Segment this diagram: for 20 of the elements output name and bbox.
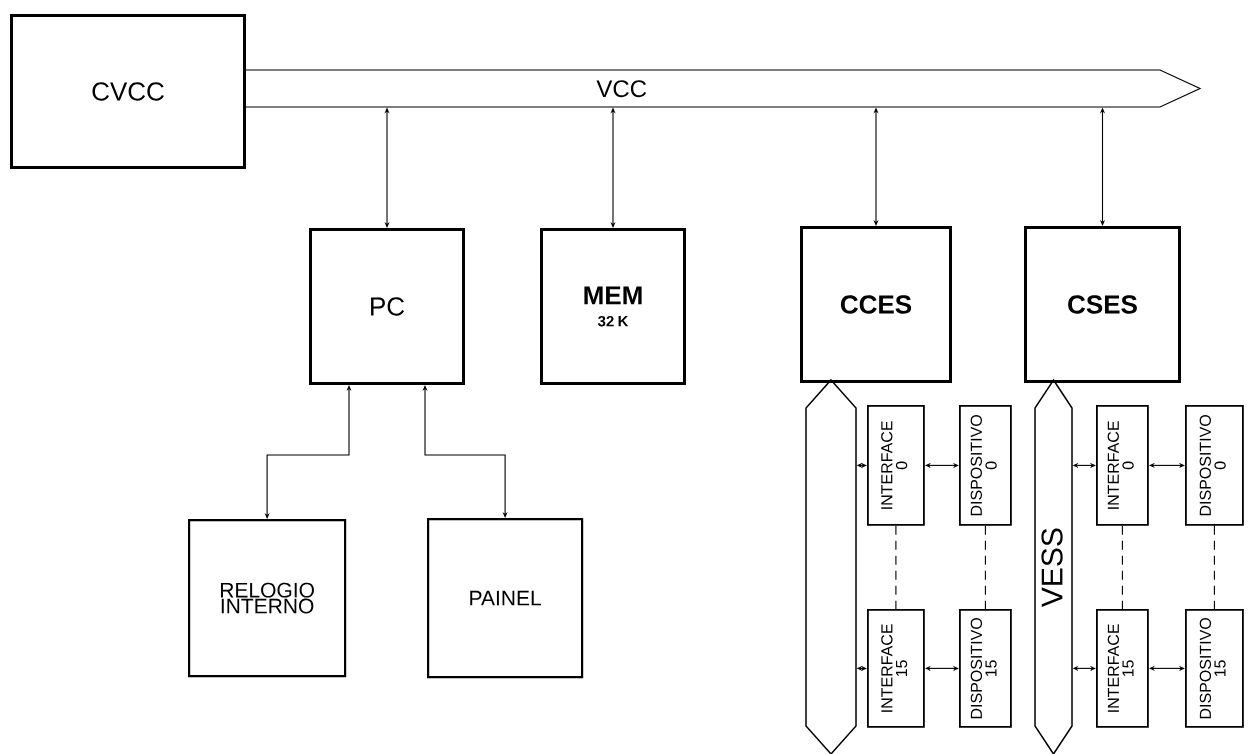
arrow bbox=[422, 385, 508, 518]
connector-line bbox=[1121, 525, 1123, 610]
interface-box: INTERFACE 15 bbox=[867, 609, 925, 728]
device-box: DISPOSITIVO 0 bbox=[959, 405, 1012, 526]
interface-box: INTERFACE 0 bbox=[867, 405, 925, 526]
device-box: DISPOSITIVO 0 bbox=[1185, 405, 1244, 526]
device-box: DISPOSITIVO 15 bbox=[959, 609, 1012, 728]
controller-box: CVCC bbox=[10, 14, 246, 169]
device-box: DISPOSITIVO 15 bbox=[1185, 609, 1244, 728]
memory-box: MEM 32 K bbox=[540, 228, 686, 385]
connector-line bbox=[984, 525, 986, 610]
clock-box: RELOGIO INTERNO bbox=[188, 519, 347, 678]
interface-box: INTERFACE 15 bbox=[1096, 609, 1149, 728]
controller-box: CSES bbox=[1024, 226, 1181, 383]
processor-box: PC bbox=[309, 228, 465, 385]
connector-line bbox=[895, 525, 897, 610]
connector-line bbox=[1213, 525, 1215, 610]
interface-box: INTERFACE 0 bbox=[1096, 405, 1149, 526]
controller-box: CCES bbox=[800, 226, 952, 383]
panel-box: PAINEL bbox=[427, 518, 584, 679]
